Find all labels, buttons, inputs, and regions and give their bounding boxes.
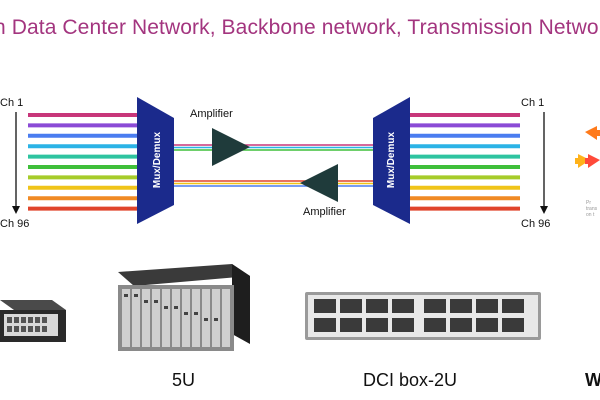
amplifier-lower — [300, 164, 338, 202]
left-ch-last-label: Ch 96 — [0, 218, 29, 230]
right-ch-first-label: Ch 1 — [521, 97, 544, 109]
right-edge-arrow-icon — [575, 126, 600, 168]
mux-demux-left-label: Mux/Demux — [152, 132, 163, 189]
page-title: n Data Center Network, Backbone network,… — [0, 16, 600, 39]
upper-trunk-fiber — [172, 144, 375, 151]
device-dci-box — [305, 292, 541, 340]
caption-dci-box: DCI box-2U — [363, 370, 458, 390]
caption-partial: W — [585, 370, 600, 390]
amplifier-lower-label: Amplifier — [303, 206, 346, 218]
caption-5u: 5U — [172, 370, 196, 390]
device-small-chassis — [0, 300, 66, 342]
mux-demux-right-label: Mux/Demux — [386, 132, 397, 189]
right-wavelength-lines — [410, 113, 520, 211]
right-ch-last-label: Ch 96 — [521, 218, 550, 230]
side-note: Pr trans on t — [586, 200, 598, 218]
amplifier-upper-label: Amplifier — [190, 108, 233, 120]
left-channel-arrow — [12, 112, 20, 214]
mux-demux-right: Mux/Demux — [373, 97, 410, 224]
left-wavelength-lines — [28, 113, 138, 211]
device-5u-chassis — [118, 264, 250, 351]
left-ch-first-label: Ch 1 — [0, 97, 23, 109]
mux-demux-left: Mux/Demux — [137, 97, 174, 224]
amplifier-upper — [212, 128, 250, 166]
lower-trunk-fiber — [172, 180, 375, 187]
right-channel-arrow — [540, 112, 548, 214]
